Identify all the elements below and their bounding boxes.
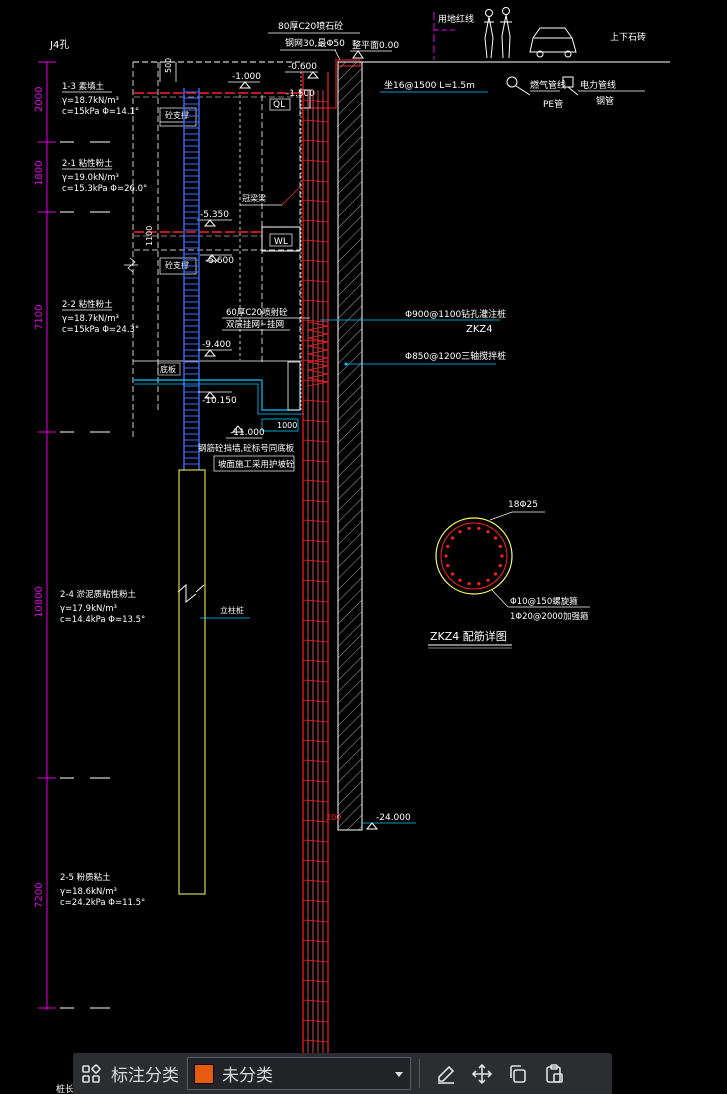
bottom-slab-label: 底板 [160, 364, 176, 374]
pedestrian-icon [484, 7, 512, 59]
pile-top-coil [307, 321, 329, 387]
move-icon[interactable] [464, 1053, 500, 1094]
layer-5-name: 2-5 粉质粘土 [60, 872, 111, 883]
elev-9400: -9.400 [202, 340, 231, 350]
ground-elevation: 整平面0.00 [352, 39, 399, 51]
elev-5600: -5.600 [205, 256, 234, 266]
elev-1500: -1.500 [286, 89, 315, 99]
mixing-pile-label: Φ850@1200三轴搅拌桩 [405, 350, 506, 362]
annotation-toolbar: 标注分类 未分类 [73, 1053, 612, 1094]
category-select-value: 未分类 [222, 1066, 273, 1086]
lattice-ties [184, 91, 199, 465]
layer-boundaries [60, 141, 110, 1009]
detail-spiral: Φ10@150螺旋箍 [510, 596, 578, 607]
break-mark [124, 257, 138, 273]
depth-dim-texts: 2000 1800 7100 10800 7200 [34, 87, 45, 908]
layer-3-c: c=15kPa Φ=24.3° [62, 325, 139, 335]
layer-2-name: 2-1 粘性粉土 [62, 158, 113, 169]
layer-1-gamma: γ=18.7kN/m³ [62, 96, 119, 106]
zkz4-detail [435, 511, 590, 608]
layer-5-gamma: γ=18.6kN/m³ [60, 887, 117, 897]
road-cap-label: 上下石砖 [610, 31, 646, 43]
detail-title: ZKZ4 配筋详图 [430, 629, 507, 643]
steel-pipe-label: 钢管 [596, 95, 614, 107]
elev-24000: -24.000 [376, 813, 411, 823]
depth-1: 2000 [34, 87, 45, 112]
dim-200: 200 [326, 813, 341, 822]
toolbar-divider [419, 1059, 420, 1088]
power-pipe-icon [562, 76, 579, 96]
pile-code: ZKZ4 [466, 324, 493, 335]
paste-icon[interactable] [536, 1053, 572, 1094]
depth-dimension [38, 61, 56, 1010]
base-slab [134, 361, 304, 415]
layer-3-gamma: γ=18.7kN/m³ [62, 314, 119, 324]
chevron-down-icon [394, 1064, 404, 1084]
depth-3: 7100 [34, 305, 45, 330]
layer-1-c: c=15kPa Φ=14.1° [62, 107, 139, 117]
elev-1000: -1.000 [232, 72, 261, 82]
waist-beam: 冠梁梁 [242, 194, 266, 203]
shotcrete-1: 60厚C20喷射砼 [226, 307, 288, 318]
column-label: 立柱桩 [220, 605, 244, 615]
detail-ring: 1Φ20@2000加强箍 [510, 611, 589, 622]
bored-pile [300, 72, 329, 1053]
ql-label: QL [273, 100, 285, 110]
top-slab [134, 58, 361, 109]
layer-2-c: c=15.3kPa Φ=26.0° [62, 184, 147, 194]
depth-4: 10800 [34, 586, 45, 618]
hole-label: J4孔 [49, 39, 69, 51]
depth-5: 7200 [34, 883, 45, 908]
layer-3-name: 2-2 粘性粉土 [62, 299, 113, 310]
pile-spiral-ties [302, 99, 329, 1043]
pile-length-label: 桩长 [56, 1083, 74, 1094]
detail-main-bars: 18Φ25 [508, 500, 538, 510]
concrete-note-2: 钢网30,最Φ50 [285, 37, 345, 49]
annotation-category-label: 标注分类 [111, 1066, 179, 1086]
gas-pipe-label: 燃气管线 [530, 79, 566, 91]
apps-grid-icon[interactable] [73, 1053, 109, 1094]
soil-nail-label: 坐16@1500 L=1.5m [384, 80, 475, 91]
column-pile [178, 469, 206, 895]
layer-2-gamma: γ=19.0kN/m³ [62, 173, 119, 183]
lattice-column [183, 88, 200, 470]
elev-11000: -11.000 [230, 428, 265, 438]
category-select[interactable]: 未分类 [187, 1057, 411, 1090]
note-1: 钢筋砼挡墙,砼标号同底板 [198, 443, 295, 454]
power-pipe-label: 电力管线 [580, 79, 616, 91]
excavation-frame [132, 62, 301, 440]
note-2: 坡面施工采用护坡砼 [218, 459, 295, 470]
category-color-swatch [194, 1063, 214, 1084]
dim-1000: 1000 [277, 421, 297, 430]
shotcrete-2: 双层挂网~挂网 [226, 319, 284, 330]
elev-10150: -10.150 [202, 396, 237, 406]
layer-4-gamma: γ=17.9kN/m³ [60, 604, 117, 614]
layer-underlines [62, 91, 112, 311]
wl-label: WL [274, 237, 288, 247]
car-icon [529, 27, 577, 58]
gas-pipe-icon [506, 76, 531, 96]
depth-2: 1800 [34, 161, 45, 186]
support-2: 砼支撑 [165, 260, 189, 270]
elev-0600: -0.600 [288, 62, 317, 72]
layer-4-name: 2-4 淤泥质粘性粉土 [60, 589, 137, 600]
soil-layers: 1-3 素填土 γ=18.7kN/m³ c=15kPa Φ=14.1° 2-1 … [60, 81, 147, 908]
mixing-pile [337, 61, 363, 831]
support-1: 砼支撑 [165, 110, 189, 120]
pe-pipe-label: PE管 [543, 98, 563, 110]
concrete-note-1: 80厚C20喷石砼 [278, 20, 343, 32]
elev-5350: -5.350 [200, 210, 229, 220]
layer-1-name: 1-3 素填土 [62, 81, 105, 92]
dim-1100: 1100 [145, 226, 154, 246]
layer-4-c: c=14.4kPa Φ=13.5° [60, 615, 145, 625]
edit-icon[interactable] [428, 1053, 464, 1094]
copy-icon[interactable] [500, 1053, 536, 1094]
redline-label: 用地红线 [438, 13, 474, 25]
pile-label: Φ900@1100钻孔灌注桩 [405, 308, 506, 320]
width-500: 500 [164, 58, 173, 73]
layer-5-c: c=24.2kPa Φ=11.5° [60, 898, 145, 908]
